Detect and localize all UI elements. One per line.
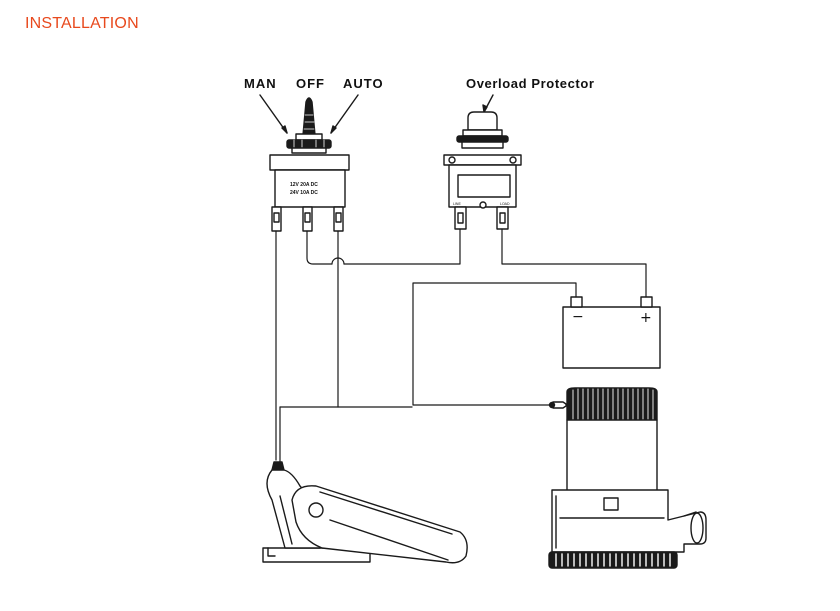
- toggle-switch: 12V 20A DC 24V 10A DC: [269, 97, 350, 232]
- wires: [275, 228, 647, 463]
- page-heading: INSTALLATION: [25, 15, 139, 32]
- battery-positive-sign: +: [640, 310, 652, 326]
- switch-rating-line1: 12V 20A DC: [290, 182, 318, 188]
- battery-negative-sign: −: [572, 309, 584, 325]
- switch-label-man: MAN: [244, 76, 277, 91]
- terminal-line-label: LINE: [453, 202, 461, 206]
- float-switch: [262, 461, 468, 564]
- label-arrows: [259, 94, 494, 134]
- battery: − +: [562, 296, 661, 369]
- reset-button: [467, 111, 498, 131]
- pump-connector: [548, 401, 567, 409]
- terminal-load-label: LOAD: [500, 202, 510, 206]
- switch-label-off: OFF: [296, 76, 325, 91]
- switch-label-auto: AUTO: [343, 76, 384, 91]
- switch-lever: [302, 97, 316, 136]
- overload-protector: LINE LOAD: [443, 111, 522, 230]
- switch-rating-line2: 24V 10A DC: [290, 190, 318, 196]
- overload-protector-label: Overload Protector: [466, 76, 595, 91]
- bilge-pump: [548, 387, 707, 569]
